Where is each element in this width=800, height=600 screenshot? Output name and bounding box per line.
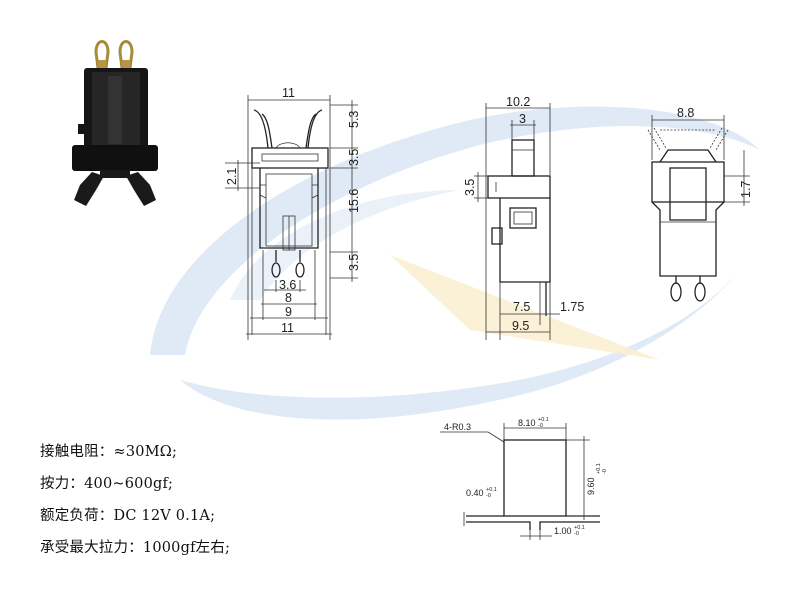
front-dim-b4: 11	[281, 321, 294, 335]
front-view-drawing	[225, 95, 358, 340]
cutout-tab-tol-low: -0	[486, 493, 491, 499]
cutout-foot-tol: +0.1	[574, 525, 585, 531]
cutout-height-tol: +0.1	[596, 463, 602, 474]
cutout-width-tol: +0.1	[538, 417, 549, 423]
cutout-tab-label: 0.40	[466, 488, 484, 498]
cutout-width-label: 8.10	[518, 418, 536, 428]
front-dim-right-4: 3.5	[347, 254, 361, 271]
cutout-height-tol-low: -0	[602, 469, 608, 474]
spec-max-pull-force: 承受最大拉力：1000gf左右;	[40, 540, 231, 556]
end-view-drawing	[647, 115, 750, 302]
side-dim-b1: 7.5	[513, 300, 530, 314]
spec-contact-resistance: 接触电阻：≈30MΩ;	[40, 444, 178, 460]
front-dim-b1: 3.6	[279, 278, 296, 292]
spec-press-force: 按力：400~600gf;	[40, 476, 174, 492]
cutout-height-label: 9.60	[586, 477, 596, 495]
front-dim-right-2: 3.5	[347, 149, 361, 166]
end-dim-top: 8.8	[677, 106, 694, 120]
cutout-tab-tol: +0.1	[486, 487, 497, 493]
cutout-width-tol-low: -0	[538, 423, 543, 429]
front-dim-b3: 9	[285, 305, 292, 319]
side-dim-top1: 10.2	[506, 95, 530, 109]
front-dim-top: 11	[282, 86, 295, 100]
front-dim-left: 2.1	[225, 168, 239, 185]
side-dim-b2: 9.5	[512, 319, 529, 333]
panel-cutout-drawing	[440, 423, 600, 540]
cutout-radius-label: 4-R0.3	[444, 422, 471, 432]
spec-rated-load: 额定负荷：DC 12V 0.1A;	[40, 508, 216, 524]
cutout-foot-label: 1.00	[554, 526, 572, 536]
side-dim-top2: 3	[519, 112, 526, 126]
watermark-logo	[150, 106, 760, 420]
product-photo	[72, 40, 158, 206]
side-view-drawing	[474, 103, 560, 340]
front-dim-b2: 8	[285, 291, 292, 305]
cutout-foot-tol-low: -0	[574, 531, 579, 537]
side-dim-b1-right: 1.75	[560, 300, 584, 314]
front-dim-right-3: 15.6	[347, 189, 361, 213]
front-dim-right-1: 5.3	[347, 111, 361, 128]
end-dim-right: 1.7	[739, 181, 753, 198]
side-dim-left: 3.5	[463, 179, 477, 196]
